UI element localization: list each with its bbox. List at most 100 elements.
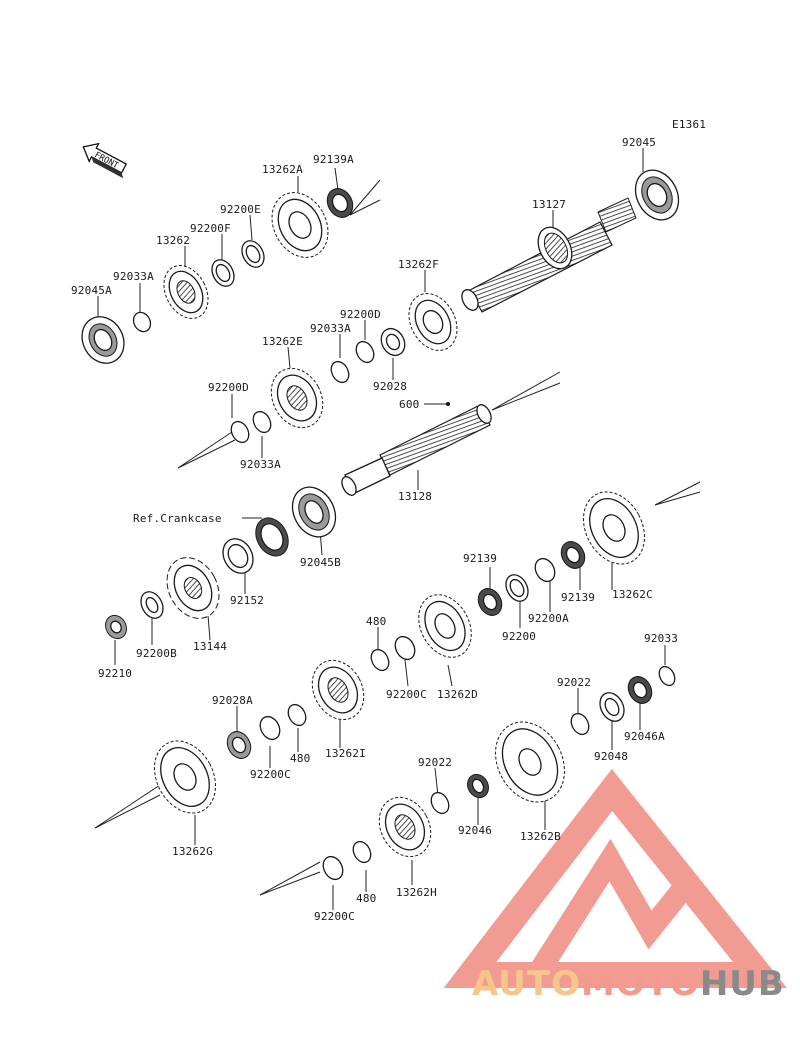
circlip-92033A-mid — [330, 360, 350, 384]
label-13262B: 13262B — [520, 830, 561, 843]
label-13262G: 13262G — [172, 845, 213, 858]
washer-92022-b — [430, 791, 450, 815]
washer-92200C-b — [259, 715, 281, 741]
label-13127: 13127 — [532, 198, 566, 211]
label-92022-b: 92022 — [418, 756, 452, 769]
gear-13262C — [583, 491, 645, 565]
label-480-b: 480 — [290, 752, 310, 765]
washer-92200E — [241, 240, 265, 268]
label-13262I: 13262I — [325, 747, 366, 760]
gear-13262I — [311, 659, 365, 721]
label-480-c: 480 — [356, 892, 376, 905]
label-92028: 92028 — [373, 380, 407, 393]
circlip-92033 — [658, 665, 676, 687]
label-92200C-b: 92200C — [250, 768, 291, 781]
label-92210: 92210 — [98, 667, 132, 680]
gear-13262 — [163, 265, 209, 319]
label-13262H: 13262H — [396, 886, 437, 899]
label-92033A-top: 92033A — [113, 270, 154, 283]
circlip-92033A-top — [132, 311, 152, 333]
bearing-92046A — [627, 676, 653, 704]
circlip-92033A-low — [252, 410, 272, 434]
bearing-92139A — [326, 188, 354, 218]
label-92200D-top: 92200D — [340, 308, 381, 321]
washer-92200D-left — [230, 420, 250, 444]
label-92033A-mid: 92033A — [310, 322, 351, 335]
gear-13262B — [495, 721, 565, 803]
washer-92022-a — [570, 712, 590, 736]
label-600: 600 — [399, 398, 419, 411]
part-labels: 92045 13127 13262A 92139A 92200E 92200F … — [71, 136, 678, 923]
bearing-92139-b — [560, 541, 586, 569]
bearing-92046 — [467, 773, 489, 799]
washer-92200F — [211, 259, 235, 287]
bearing-92139 — [477, 588, 503, 616]
washer-92200B — [140, 591, 164, 619]
label-92200E: 92200E — [220, 203, 261, 216]
watermark-logo — [443, 768, 788, 988]
label-92046: 92046 — [458, 824, 492, 837]
label-92045B: 92045B — [300, 556, 341, 569]
label-480-a: 480 — [366, 615, 386, 628]
label-92033: 92033 — [644, 632, 678, 645]
washer-92200D-top — [355, 340, 375, 364]
label-92139A: 92139A — [313, 153, 354, 166]
label-92200D-left: 92200D — [208, 381, 249, 394]
label-13144: 13144 — [193, 640, 227, 653]
gear-13262G — [154, 740, 216, 814]
collar-92048 — [599, 692, 625, 722]
label-92046A: 92046A — [624, 730, 665, 743]
bushing-92028 — [380, 327, 406, 357]
output-shaft-13127 — [461, 197, 637, 313]
gear-13262H — [378, 796, 432, 858]
gear-13262F — [408, 293, 458, 351]
label-92033A-low: 92033A — [240, 458, 281, 471]
nut-92210 — [105, 614, 127, 640]
sprocket-13144 — [166, 557, 220, 619]
washer-92200C-c — [322, 855, 344, 881]
circlip-480-c — [352, 840, 372, 864]
label-92200C-c: 92200C — [314, 910, 355, 923]
circlip-480-b — [287, 703, 307, 727]
label-92200C-a: 92200C — [386, 688, 427, 701]
label-92139-b: 92139 — [561, 591, 595, 604]
circlip-480-a — [370, 648, 390, 672]
bearing-92045A — [81, 316, 125, 364]
diagram-code: E1361 — [672, 118, 706, 131]
ref-crankcase-label: Ref.Crankcase — [133, 512, 222, 525]
label-92200B: 92200B — [136, 647, 177, 660]
washer-92200A — [534, 557, 556, 583]
label-92048: 92048 — [594, 750, 628, 763]
label-13128: 13128 — [398, 490, 432, 503]
watermark-text-auto: AUTO — [472, 964, 581, 1004]
label-13262D: 13262D — [437, 688, 478, 701]
label-13262C: 13262C — [612, 588, 653, 601]
washer-92200 — [505, 574, 529, 602]
axis-lines — [94, 179, 701, 896]
oil-seal — [255, 517, 289, 557]
label-92200F: 92200F — [190, 222, 231, 235]
gear-13262A — [271, 192, 329, 258]
label-92028A: 92028A — [212, 694, 253, 707]
label-13262A: 13262A — [262, 163, 303, 176]
label-92200: 92200 — [502, 630, 536, 643]
label-92022-a: 92022 — [557, 676, 591, 689]
gear-13262E — [270, 367, 324, 429]
gear-13262D — [418, 594, 472, 658]
bearing-92045B — [291, 486, 337, 538]
washer-92200C-a — [394, 635, 416, 661]
watermark-text: AUTOMOTOHUB — [472, 964, 785, 1004]
label-92200A: 92200A — [528, 612, 569, 625]
bushing-92028A — [226, 731, 252, 759]
label-92045: 92045 — [622, 136, 656, 149]
label-13262E: 13262E — [262, 335, 303, 348]
label-92152: 92152 — [230, 594, 264, 607]
bearing-92045 — [634, 169, 680, 221]
label-13262F: 13262F — [398, 258, 439, 271]
input-shaft-13128 — [341, 402, 492, 496]
collar-92152 — [222, 538, 254, 574]
label-92139: 92139 — [463, 552, 497, 565]
watermark-text-moto: MOTO — [581, 964, 700, 1004]
front-arrow-icon: FRONT — [82, 142, 128, 179]
